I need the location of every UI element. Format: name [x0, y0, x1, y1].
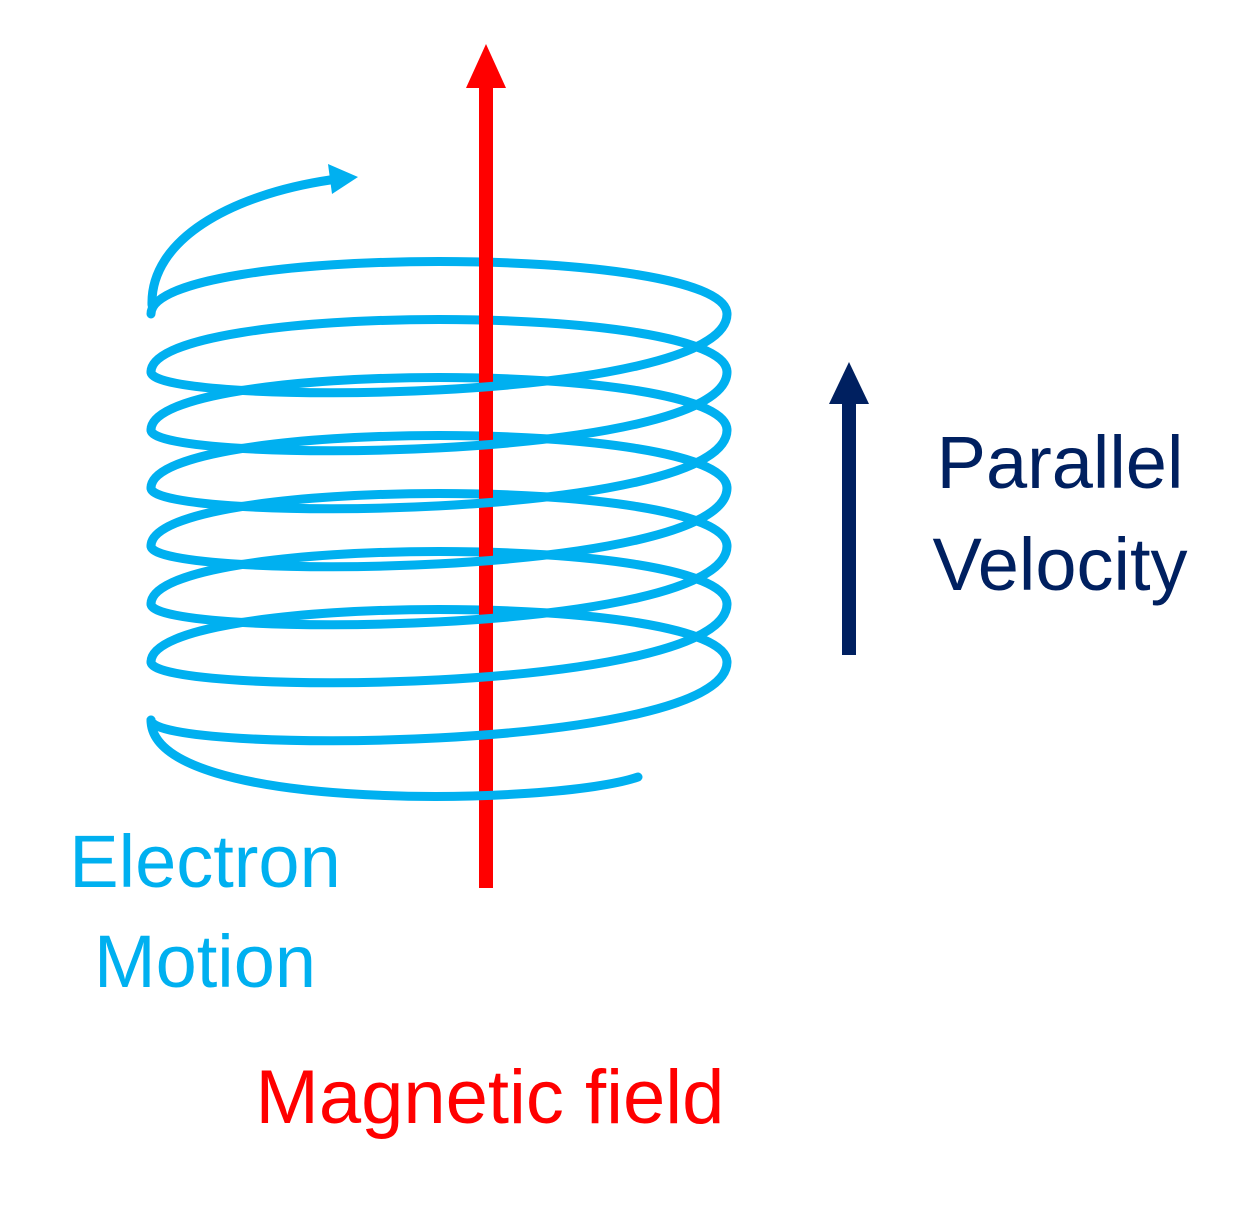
helix-front-strands [146, 309, 732, 801]
arrow-right-icon [328, 164, 358, 194]
parallel-velocity-label: Parallel Velocity [900, 412, 1220, 616]
helix-front-arc [146, 367, 732, 456]
parallel-velocity-arrow [829, 362, 869, 655]
magnetic-field-arrow [466, 44, 506, 888]
velocity-label-line1: Parallel [936, 421, 1184, 504]
helix-back-arc [146, 257, 732, 319]
helix-front-arc [146, 541, 732, 630]
electron-label-line1: Electron [69, 820, 341, 903]
magnetic-field-label: Magnetic field [255, 1055, 725, 1140]
arrow-up-icon [466, 44, 506, 88]
electron-motion-arrow [147, 164, 358, 310]
motion-curve [147, 175, 335, 310]
helix-front-arc [146, 657, 732, 746]
electron-motion-label: Electron Motion [50, 812, 360, 1012]
helix-front-arc [146, 309, 732, 398]
helix-front-arc [146, 599, 732, 688]
helix-front-arc [146, 425, 732, 514]
helix-tail-arc [146, 715, 643, 801]
helix-back-strands [146, 257, 732, 667]
arrow-up-icon [829, 362, 869, 404]
velocity-label-line2: Velocity [932, 523, 1188, 606]
electron-label-line2: Motion [93, 920, 317, 1003]
helix-front-arc [146, 483, 732, 572]
